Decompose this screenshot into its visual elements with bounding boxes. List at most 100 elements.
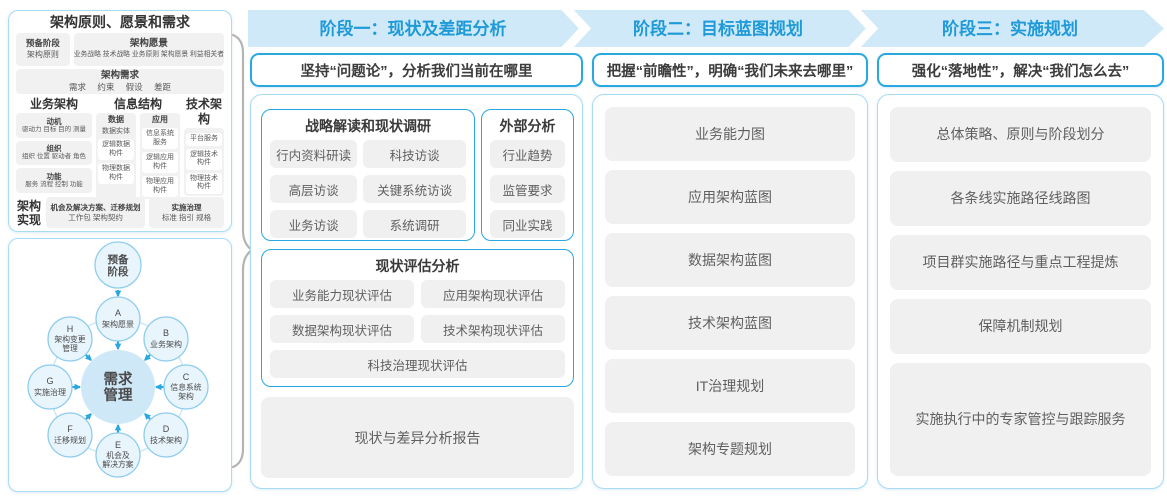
node-e-label1: 机会及 xyxy=(106,450,130,460)
info-system-service-item: 信息系统服务 xyxy=(142,128,178,150)
external-item: 行业趋势 xyxy=(490,140,565,168)
node-e-label2: 解决方案 xyxy=(102,459,133,469)
assessment-grid: 业务能力现状评估 应用架构现状评估 数据架构现状评估 技术架构现状评估 科技治理… xyxy=(270,280,565,378)
external-analysis-title: 外部分析 xyxy=(499,118,556,134)
prep-circle-line2: 阶段 xyxy=(108,265,129,278)
phase3-item: 实施执行中的专家管控与跟踪服务 xyxy=(890,362,1151,476)
node-c-label1: 信息系统 xyxy=(170,382,201,392)
architecture-principles-panel: 架构原则、愿景和需求 预备阶段 架构原则 架构愿景 业务战略 技术战略 业务原则… xyxy=(8,10,232,232)
node-g-label: 实施治理 xyxy=(34,387,66,397)
technology-architecture-column: 技术架构 平台服务 逻辑技术构件 物理技术构件 xyxy=(184,97,224,196)
data-entity-item: 数据实体 xyxy=(102,128,130,136)
strategy-item: 业务访谈 xyxy=(270,210,358,238)
platform-service-item: 平台服务 xyxy=(186,133,222,146)
phase-band: 阶段一：现状及差距分析 阶段二：目标蓝图规划 阶段三：实施规划 xyxy=(248,10,1164,47)
gap-analysis-report-box: 现状与差异分析报告 xyxy=(261,397,574,478)
technology-architecture-title: 技术架构 xyxy=(185,97,222,127)
strategy-item: 关键系统访谈 xyxy=(363,175,466,203)
logical-data-item: 逻辑数据构件 xyxy=(98,139,134,161)
application-title: 应用 xyxy=(152,115,168,125)
phase3-item: 各条线实施路径线路图 xyxy=(890,170,1151,226)
assessment-item: 数据架构现状评估 xyxy=(270,315,414,343)
node-d-circle xyxy=(143,412,189,458)
node-g-letter: G xyxy=(46,376,53,386)
phase2-item: 业务能力图 xyxy=(605,107,855,161)
node-f-letter: F xyxy=(67,424,73,434)
prep-vision-row: 预备阶段 架构原则 架构愿景 业务战略 技术战略 业务原则 架构愿景 利益相关者 xyxy=(16,33,224,66)
vision-items: 业务战略 技术战略 业务原则 架构愿景 利益相关者 xyxy=(73,51,224,59)
external-item: 监管要求 xyxy=(490,175,565,203)
architecture-realization-row: 架构 实现 机会及解决方案、迁移规划 工作包 架构契约 实施治理 标准 指引 规… xyxy=(16,197,224,228)
band-shape xyxy=(248,10,1164,47)
assessment-item: 科技治理现状评估 xyxy=(270,350,565,378)
vision-title: 架构愿景 xyxy=(129,38,168,50)
assessment-item: 应用架构现状评估 xyxy=(421,280,565,308)
prep-phase-circle xyxy=(94,241,142,289)
information-structure-body: 数据 数据实体 逻辑数据构件 物理数据构件 应用 信息系统服务 逻辑应用构件 物… xyxy=(96,113,180,200)
strategy-item: 科技访谈 xyxy=(363,140,466,168)
phase2-header: 阶段二：目标蓝图规划 xyxy=(633,19,803,39)
phase2-item: IT治理规划 xyxy=(605,359,855,413)
phase1-header: 阶段一：现状及差距分析 xyxy=(320,19,507,39)
physical-app-item: 物理应用构件 xyxy=(142,176,178,198)
opportunities-items: 工作包 架构契约 xyxy=(68,212,123,222)
logical-app-item: 逻辑应用构件 xyxy=(142,152,178,174)
realization-label-line2: 实现 xyxy=(16,212,41,227)
opportunities-migration-box: 机会及解决方案、迁移规划 工作包 架构契约 xyxy=(46,197,146,228)
architecture-vision-box: 架构愿景 业务战略 技术战略 业务原则 架构愿景 利益相关者 xyxy=(73,33,224,66)
organization-items: 组织 位置 驱动者 角色 xyxy=(22,153,86,161)
motivation-items: 驱动力 目标 目的 测量 xyxy=(22,125,86,133)
node-b-letter: B xyxy=(163,328,169,338)
prep-phase-label: 预备阶段 xyxy=(25,38,60,49)
assessment-box: 现状评估分析 业务能力现状评估 应用架构现状评估 数据架构现状评估 技术架构现状… xyxy=(261,249,574,387)
physical-tech-item: 物理技术构件 xyxy=(186,172,222,194)
logical-tech-item: 逻辑技术构件 xyxy=(186,148,222,170)
requirements-title: 架构需求 xyxy=(100,70,139,82)
adm-cycle-panel: 预备 阶段 需求 管理 A 架构愿景 xyxy=(8,238,232,492)
data-subpanel: 数据 数据实体 逻辑数据构件 物理数据构件 xyxy=(96,113,136,200)
strategy-research-grid: 行内资料研读 科技访谈 高层访谈 关键系统访谈 业务访谈 系统调研 xyxy=(270,140,466,238)
information-structure-column: 信息结构 数据 数据实体 逻辑数据构件 物理数据构件 应用 信息系统服务 逻辑应… xyxy=(96,97,180,200)
node-e-circle xyxy=(95,432,141,478)
node-b-label: 业务架构 xyxy=(150,339,182,349)
node-b-circle xyxy=(143,316,189,362)
adm-satellites: A 架构愿景 B 业务架构 C 信息系统 架构 D 技术架构 E 机会及 解决方… xyxy=(27,296,209,478)
data-title: 数据 xyxy=(108,115,124,125)
node-a-label: 架构愿景 xyxy=(102,319,134,329)
organization-box: 组织 组织 位置 驱动者 角色 xyxy=(16,140,92,166)
node-h-circle xyxy=(47,316,93,362)
node-f-label: 迁移规划 xyxy=(54,435,86,445)
center-line2: 管理 xyxy=(104,386,133,404)
phase3-item: 项目群实施路径与重点工程提炼 xyxy=(890,234,1151,290)
business-architecture-column: 业务架构 动机 驱动力 目标 目的 测量 组织 组织 位置 驱动者 角色 功能 … xyxy=(16,97,92,194)
opportunities-title: 机会及解决方案、迁移规划 xyxy=(50,203,141,213)
strategy-item: 行内资料研读 xyxy=(270,140,358,168)
external-item: 同业实践 xyxy=(490,210,565,238)
prep-circle-line1: 预备 xyxy=(108,253,129,266)
phase2-item: 技术架构蓝图 xyxy=(605,296,855,350)
physical-data-item: 物理数据构件 xyxy=(98,163,134,185)
center-line1: 需求 xyxy=(104,370,133,388)
strategy-item: 高层访谈 xyxy=(270,175,358,203)
requirement-management-circle xyxy=(81,350,155,424)
governance-title: 实施治理 xyxy=(171,203,202,213)
phase1-subtitle: 坚持“问题论”，分析我们当前在哪里 xyxy=(250,53,583,87)
node-d-label: 技术架构 xyxy=(150,435,182,445)
node-g-circle xyxy=(27,364,73,410)
prep-phase-box: 预备阶段 架构原则 xyxy=(16,33,70,66)
node-d-letter: D xyxy=(163,424,170,434)
implementation-governance-box: 实施治理 标准 指引 规格 xyxy=(149,197,224,228)
node-h-letter: H xyxy=(67,324,74,334)
assessment-item: 业务能力现状评估 xyxy=(270,280,414,308)
realization-label: 架构 实现 xyxy=(16,197,42,228)
phase2-subtitle: 把握“前瞻性”，明确“我们未来去哪里” xyxy=(592,53,868,87)
realization-label-line1: 架构 xyxy=(16,198,41,213)
node-a-circle xyxy=(95,296,141,342)
motivation-title: 动机 xyxy=(46,116,62,126)
phase3-item: 保障机制规划 xyxy=(890,298,1151,354)
organization-title: 组织 xyxy=(46,144,62,154)
node-h-label2: 管理 xyxy=(62,343,78,353)
function-box: 功能 服务 流程 控制 功能 xyxy=(16,168,92,194)
assessment-title: 现状评估分析 xyxy=(375,258,460,274)
